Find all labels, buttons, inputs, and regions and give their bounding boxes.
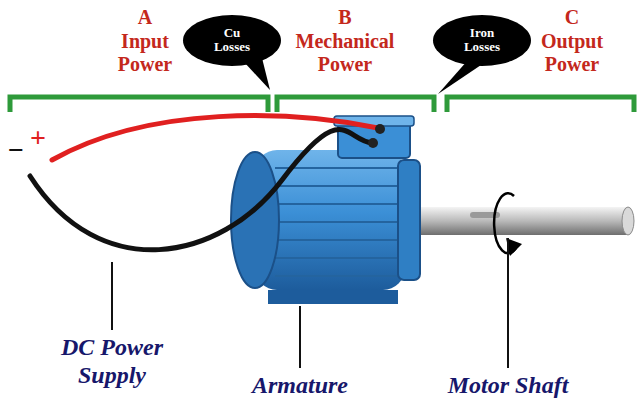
section-letter: B [320, 6, 370, 29]
polarity-sign: + [30, 124, 46, 152]
bracket [10, 97, 268, 112]
part-label: Armature [215, 372, 385, 400]
part-label: Motor Shaft [408, 372, 608, 400]
speech-bubble: Cu Losses [182, 14, 282, 67]
bracket [277, 97, 434, 112]
bubble-text: Iron Losses [456, 26, 508, 55]
bracket [447, 97, 634, 112]
polarity-sign: − [8, 136, 24, 164]
negative-wire [30, 130, 372, 250]
section-letter: A [120, 6, 170, 29]
section-title: Output Power [517, 30, 627, 76]
motor-feet [268, 290, 398, 304]
motor-shaft [418, 207, 628, 235]
section-title: Mechanical Power [275, 30, 415, 76]
leader-line [111, 262, 113, 330]
terminal [368, 138, 378, 148]
positive-wire [52, 116, 378, 160]
cooling-ribs [268, 168, 400, 276]
part-label: DC Power Supply [32, 334, 192, 389]
shaft-end [622, 207, 634, 235]
speech-bubble: Iron Losses [432, 14, 532, 67]
terminal [375, 124, 385, 134]
bubble-text: Cu Losses [206, 26, 258, 55]
end-flange [398, 160, 420, 280]
leader-line [299, 306, 301, 368]
section-letter: C [547, 6, 597, 29]
section-title: Input Power [100, 30, 190, 76]
leader-line [507, 238, 509, 368]
